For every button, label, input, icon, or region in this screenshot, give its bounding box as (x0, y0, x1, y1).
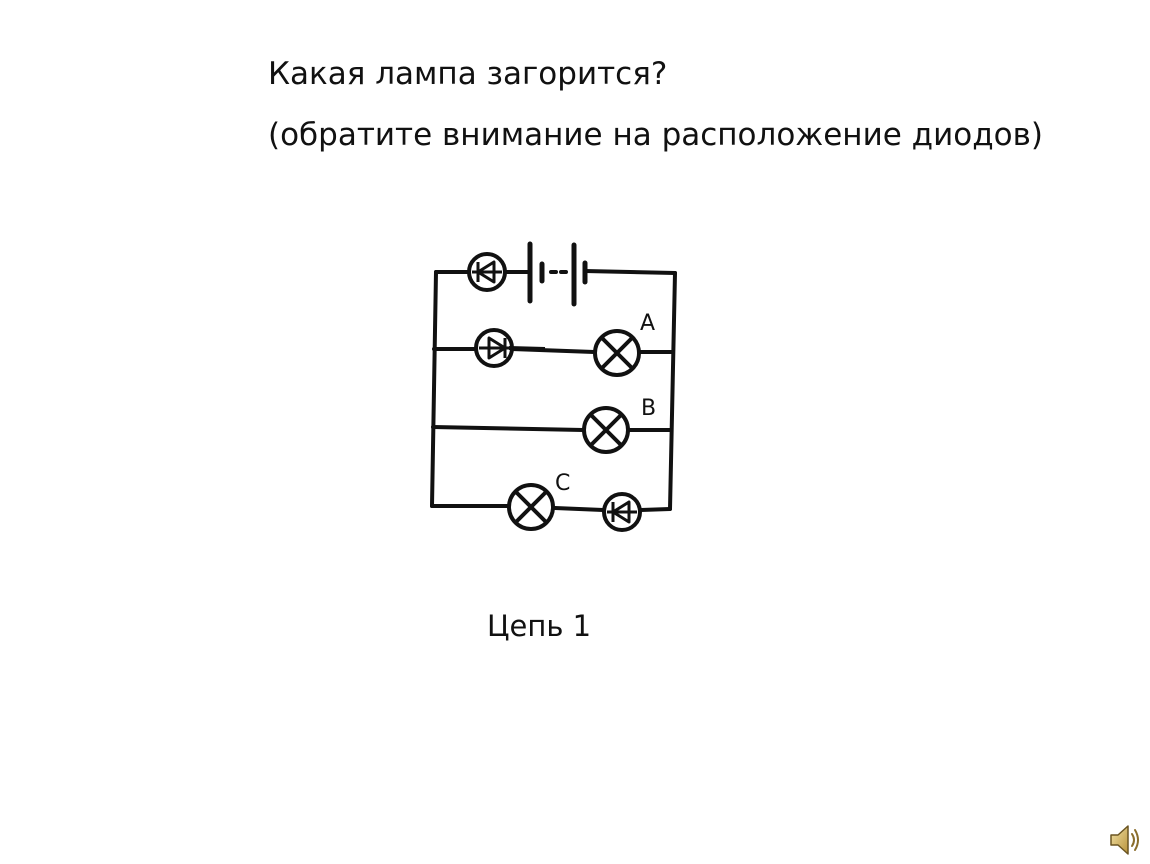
branch-c-wire-right (639, 507, 672, 512)
lamp-a (593, 329, 641, 377)
diode-c (602, 492, 642, 532)
diode-a (474, 328, 546, 368)
circuit-caption: Цепь 1 (487, 609, 592, 643)
branch-b-wire-left (431, 425, 585, 432)
left-rail-wire (430, 270, 438, 508)
branch-c-wire-mid (553, 506, 605, 512)
top-branch-wire-right (583, 269, 677, 275)
question-hint: (обратите внимание на расположение диодо… (268, 117, 1043, 153)
lamp-c (507, 483, 555, 531)
right-rail-wire (668, 271, 677, 511)
lamp-a-label: A (640, 311, 655, 336)
circuit-diagram: A B C (430, 241, 677, 532)
diode-top (467, 252, 507, 292)
lamp-b (582, 406, 630, 454)
lamp-c-label: C (555, 471, 570, 496)
speaker-icon[interactable] (1108, 820, 1144, 860)
battery (527, 241, 588, 307)
lamp-b-label: B (641, 396, 656, 421)
question-text: Какая лампа загорится? (268, 56, 668, 92)
